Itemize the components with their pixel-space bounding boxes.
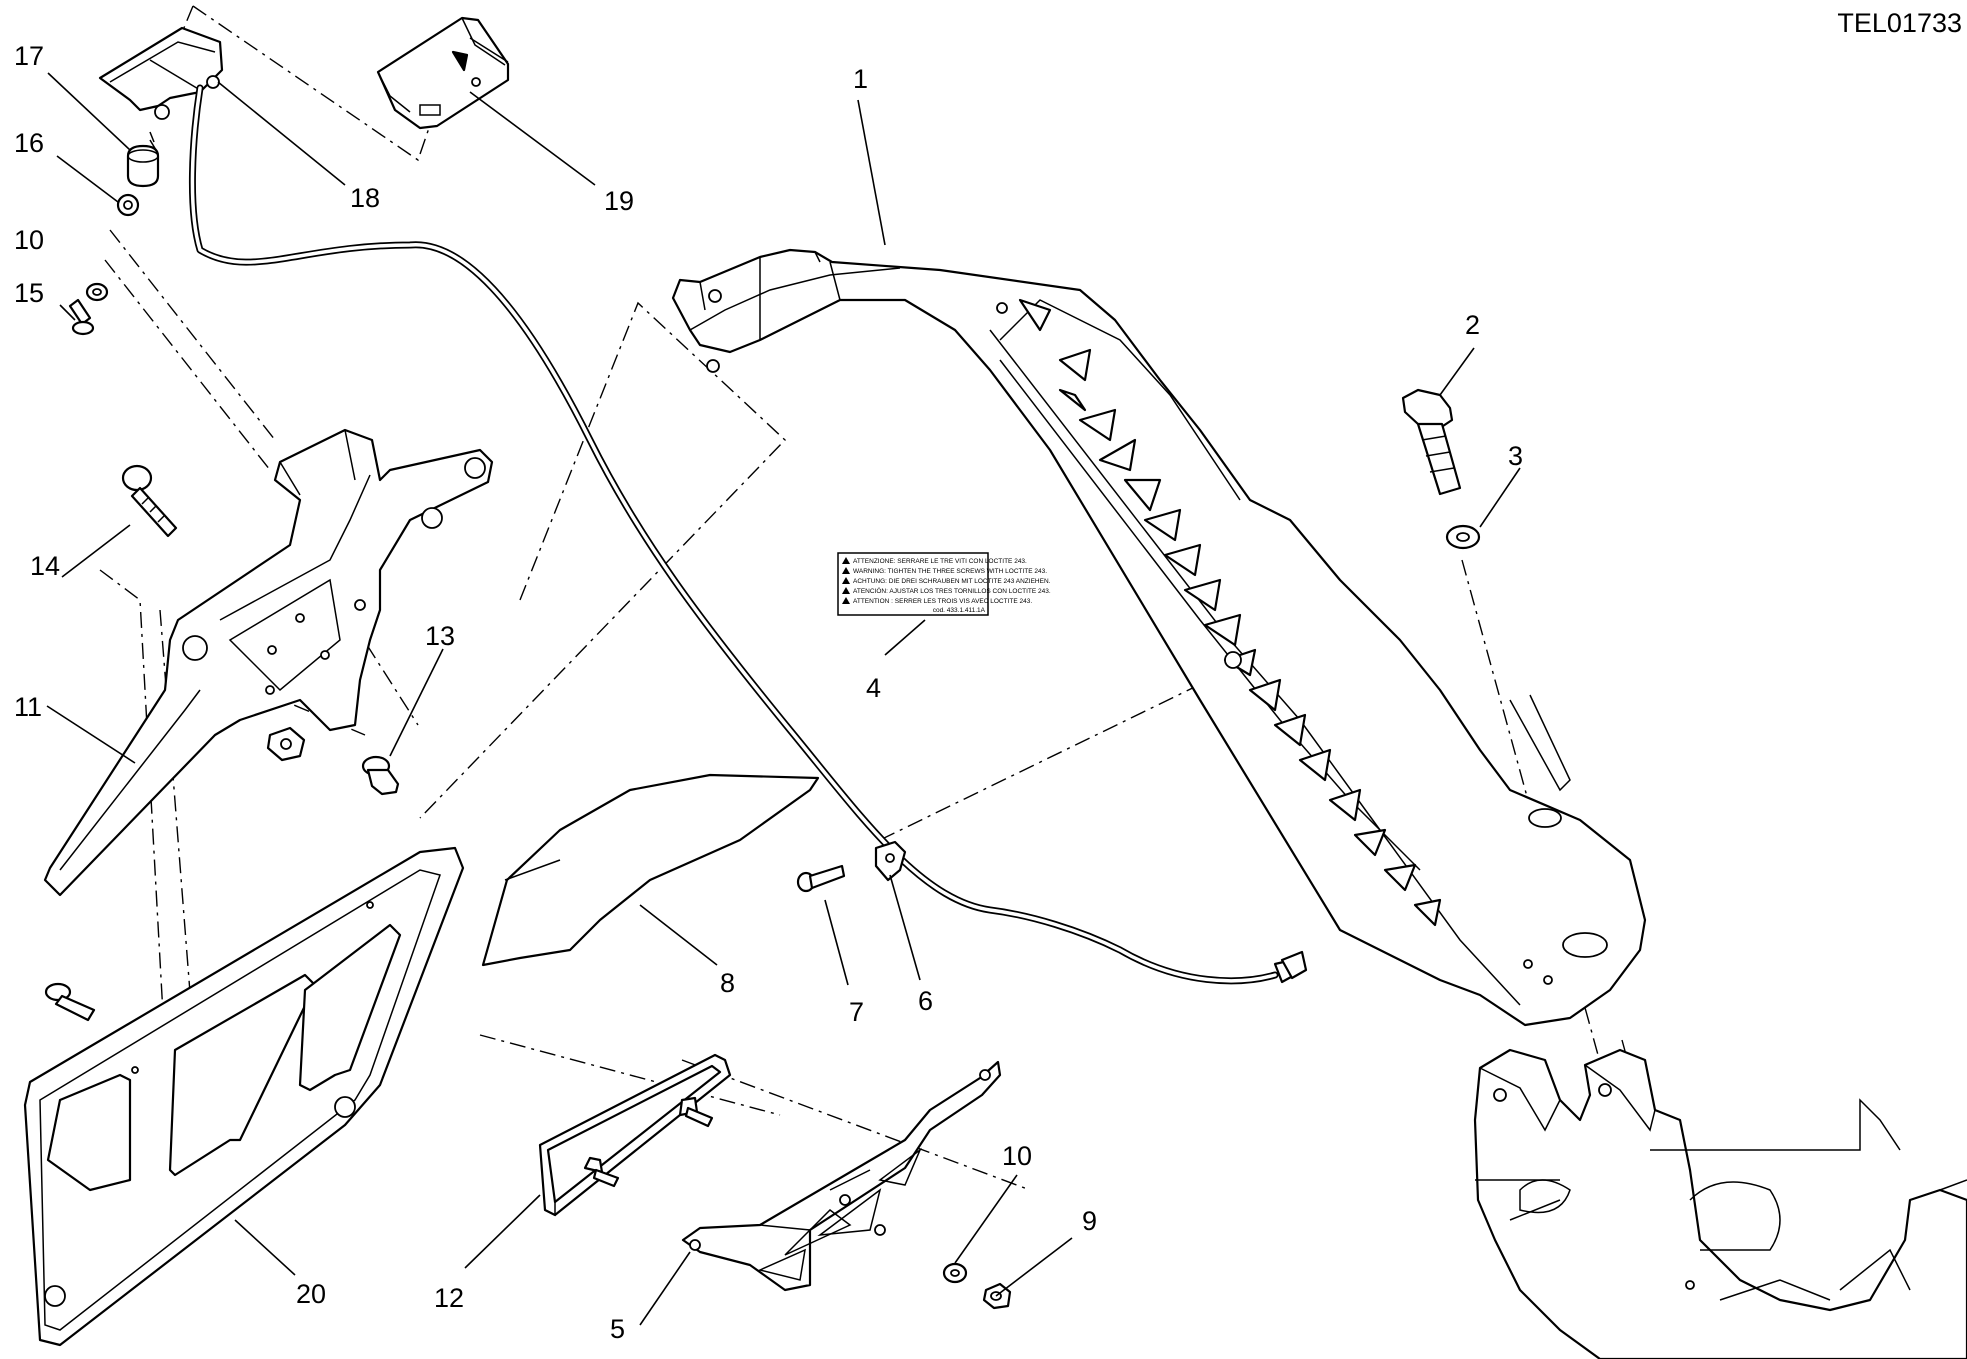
plate-bracket-11 <box>43 428 494 897</box>
callout-9: 9 <box>1082 1206 1097 1236</box>
callout-4: 4 <box>866 673 881 703</box>
tail-light-19 <box>376 16 510 130</box>
callout-10-top: 10 <box>14 225 44 255</box>
rear-subframe-1 <box>671 248 1647 1027</box>
callout-8: 8 <box>720 968 735 998</box>
cable-harness <box>188 84 1308 985</box>
label-line-5: ATTENTION : SERRER LES TROIS VIS AVEC LO… <box>853 598 1032 605</box>
screw-14 <box>121 464 178 538</box>
callouts: 1 2 3 4 5 6 7 8 9 10 10 11 12 13 14 15 1… <box>14 41 1523 1344</box>
motorcycle-frame <box>1473 1048 1967 1359</box>
spring-washer-16 <box>116 193 140 217</box>
callout-3: 3 <box>1508 441 1523 471</box>
warning-label-4: ATTENZIONE: SERRARE LE TRE VITI CON LOCT… <box>837 552 1051 616</box>
label-code: cod. 433.1.411.1A <box>933 607 986 614</box>
label-line-1: ATTENZIONE: SERRARE LE TRE VITI CON LOCT… <box>853 558 1027 565</box>
reflector-bracket-5 <box>681 1060 1002 1292</box>
bolt-2 <box>1401 388 1462 496</box>
callout-10-bottom: 10 <box>1002 1141 1032 1171</box>
rubber-bushing-17 <box>126 131 160 188</box>
truss-pattern <box>1018 298 1442 927</box>
mudguard-8 <box>481 773 820 967</box>
nut-bracket <box>266 726 306 762</box>
leader-lines <box>46 72 1521 1326</box>
light-holder-18 <box>98 26 224 120</box>
washer-3 <box>1445 524 1481 550</box>
washer-10-top <box>85 282 109 302</box>
plate-holder-20 <box>23 846 465 1347</box>
drawing-code: TEL01733 <box>1837 8 1962 38</box>
screw-15 <box>68 298 95 336</box>
callout-19: 19 <box>604 186 634 216</box>
callout-6: 6 <box>918 986 933 1016</box>
label-line-3: ACHTUNG: DIE DREI SCHRAUBEN MIT LOCTITE … <box>853 578 1051 585</box>
screw-7 <box>796 864 846 893</box>
cable-clip-6 <box>874 840 907 882</box>
screw-plate <box>44 982 96 1022</box>
callout-20: 20 <box>296 1279 326 1309</box>
callout-13: 13 <box>425 621 455 651</box>
callout-17: 17 <box>14 41 44 71</box>
callout-1: 1 <box>853 64 868 94</box>
callout-18: 18 <box>350 183 380 213</box>
washer-10-bottom <box>942 1262 968 1284</box>
callout-12: 12 <box>434 1283 464 1313</box>
spacer-13 <box>361 755 400 796</box>
callout-16: 16 <box>14 128 44 158</box>
label-line-2: WARNING: TIGHTEN THE THREE SCREWS WITH L… <box>853 568 1047 575</box>
callout-15: 15 <box>14 278 44 308</box>
label-line-4: ATENCIÓN: AJUSTAR LOS TRES TORNILLOS CON… <box>853 586 1051 595</box>
callout-5: 5 <box>610 1314 625 1344</box>
reflector-12 <box>538 1053 732 1217</box>
callout-2: 2 <box>1465 310 1480 340</box>
callout-11: 11 <box>14 692 42 722</box>
callout-14: 14 <box>30 551 60 581</box>
warning-triangle-icons <box>842 557 850 604</box>
callout-7: 7 <box>849 997 864 1027</box>
